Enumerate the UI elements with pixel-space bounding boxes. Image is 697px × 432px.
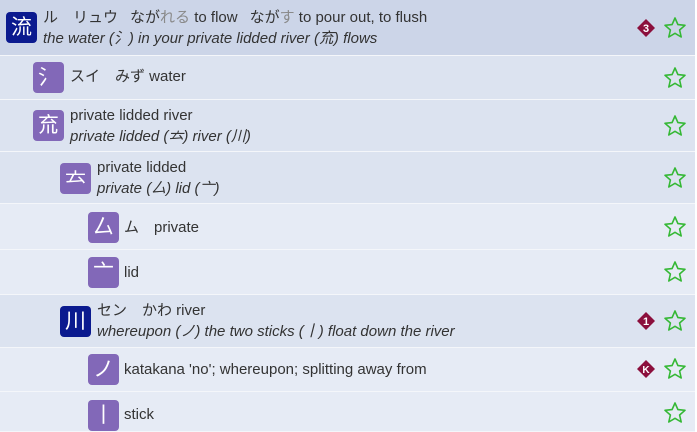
reading-and-meaning: スイ みず water [70, 68, 186, 85]
badge-label: K [642, 365, 650, 376]
meaning: katakana 'no'; whereupon; splitting away… [124, 361, 427, 378]
kanji-tile[interactable]: ノ [88, 354, 119, 385]
star-outline-icon[interactable] [663, 260, 687, 284]
component-row-no: ノ katakana 'no'; whereupon; splitting aw… [0, 348, 695, 392]
mnemonic: private (厶) lid (亠) [97, 180, 220, 197]
star-outline-icon[interactable] [663, 215, 687, 239]
star-outline-icon[interactable] [663, 166, 687, 190]
star-outline-icon[interactable] [663, 66, 687, 90]
diamond-badge-icon: K [637, 360, 655, 378]
okurigana: れる [160, 9, 191, 26]
kanji-entry-text: lid [124, 262, 139, 283]
kanji-entry-text: private lidded private (厶) lid (亠) [97, 157, 220, 199]
kanji-entry-text: katakana 'no'; whereupon; splitting away… [124, 359, 427, 380]
diamond-badge-icon: 1 [637, 312, 655, 330]
badge-label: 3 [643, 23, 649, 35]
kanji-tile[interactable]: 厶 [88, 212, 119, 243]
meaning: stick [124, 406, 154, 423]
reading-and-meaning: ム private [124, 219, 200, 236]
diamond-badge-icon: 3 [637, 19, 655, 37]
component-row-water: 氵 スイ みず water [0, 56, 695, 100]
kanji-tile[interactable]: 流 [6, 12, 37, 43]
kanji-tile[interactable]: 丨 [88, 400, 119, 431]
kun-reading: なが [130, 9, 161, 26]
mnemonic: whereupon (ノ) the two sticks (丨) float d… [97, 323, 455, 340]
component-row-stick: 丨 stick [0, 392, 695, 432]
kanji-entry-text: ム private [124, 217, 199, 238]
star-outline-icon[interactable] [663, 357, 687, 381]
meaning: to flow [194, 9, 238, 26]
kanji-tile[interactable]: 川 [60, 306, 91, 337]
kanji-tile[interactable]: 㐬 [33, 110, 64, 141]
kanji-entry-text: stick [124, 404, 154, 425]
badge-label: 1 [643, 316, 649, 328]
component-row-lidded-river: 㐬 private lidded river private lidded (𠫓… [0, 100, 695, 152]
okurigana: す [279, 9, 295, 26]
mnemonic: the water (氵) in your private lidded riv… [43, 30, 378, 47]
meaning: to pour out, to flush [298, 9, 428, 26]
on-reading: ル リュウ [43, 9, 119, 26]
kanji-entry-text: スイ みず water [70, 66, 186, 87]
reading-and-meaning: セン かわ river [97, 302, 206, 319]
kun-reading: なが [249, 9, 280, 26]
kanji-tile[interactable]: 亠 [88, 257, 119, 288]
component-row-private-lidded: 𠫓 private lidded private (厶) lid (亠) [0, 152, 695, 204]
meaning: private lidded river [70, 107, 193, 124]
star-outline-icon[interactable] [663, 401, 687, 425]
kanji-entry-text: private lidded river private lidded (𠫓) … [70, 105, 251, 147]
meaning: lid [124, 264, 140, 281]
kanji-tile[interactable]: 𠫓 [60, 163, 91, 194]
kanji-tile[interactable]: 氵 [33, 62, 64, 93]
meaning: private lidded [97, 159, 187, 176]
star-outline-icon[interactable] [663, 16, 687, 40]
component-row-private: 厶 ム private [0, 204, 695, 250]
component-row-river: 川 セン かわ river whereupon (ノ) the two stic… [0, 295, 695, 348]
kanji-entry-text: セン かわ river whereupon (ノ) the two sticks… [97, 300, 455, 342]
star-outline-icon[interactable] [663, 309, 687, 333]
component-row-lid: 亠 lid [0, 250, 695, 295]
mnemonic: private lidded (𠫓) river (川) [70, 128, 251, 145]
star-outline-icon[interactable] [663, 114, 687, 138]
